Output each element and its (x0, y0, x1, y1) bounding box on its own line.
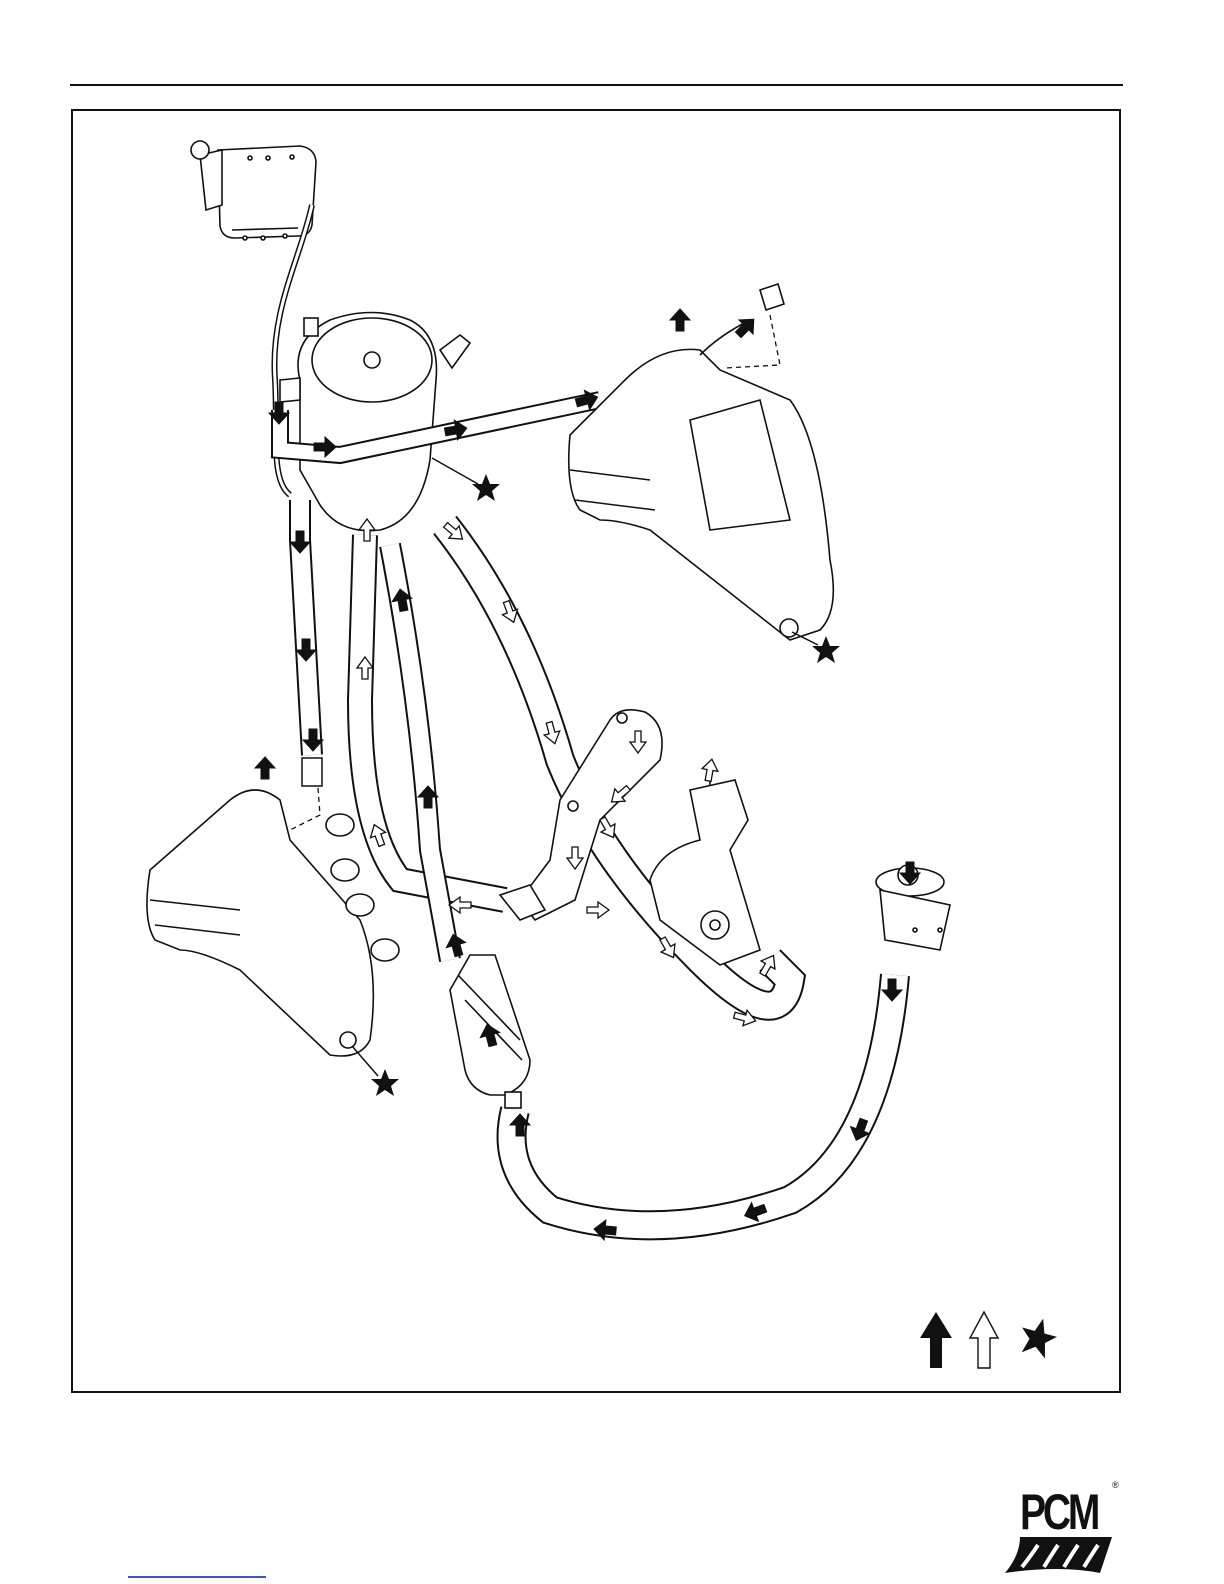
hollow-arrow-icon (970, 1312, 998, 1368)
solid-arrow-icon (920, 1312, 952, 1368)
exhaust-manifold-port (147, 790, 399, 1056)
legend (920, 1312, 1061, 1368)
expansion-tank (191, 141, 316, 240)
registered-mark: ® (1112, 1480, 1119, 1490)
heat-exchanger (280, 313, 470, 531)
footer-link-underline[interactable] (128, 1576, 266, 1578)
star-icon (1016, 1314, 1061, 1360)
logo-text: PCM (1020, 1483, 1097, 1541)
exhaust-manifold-starboard (569, 284, 834, 640)
